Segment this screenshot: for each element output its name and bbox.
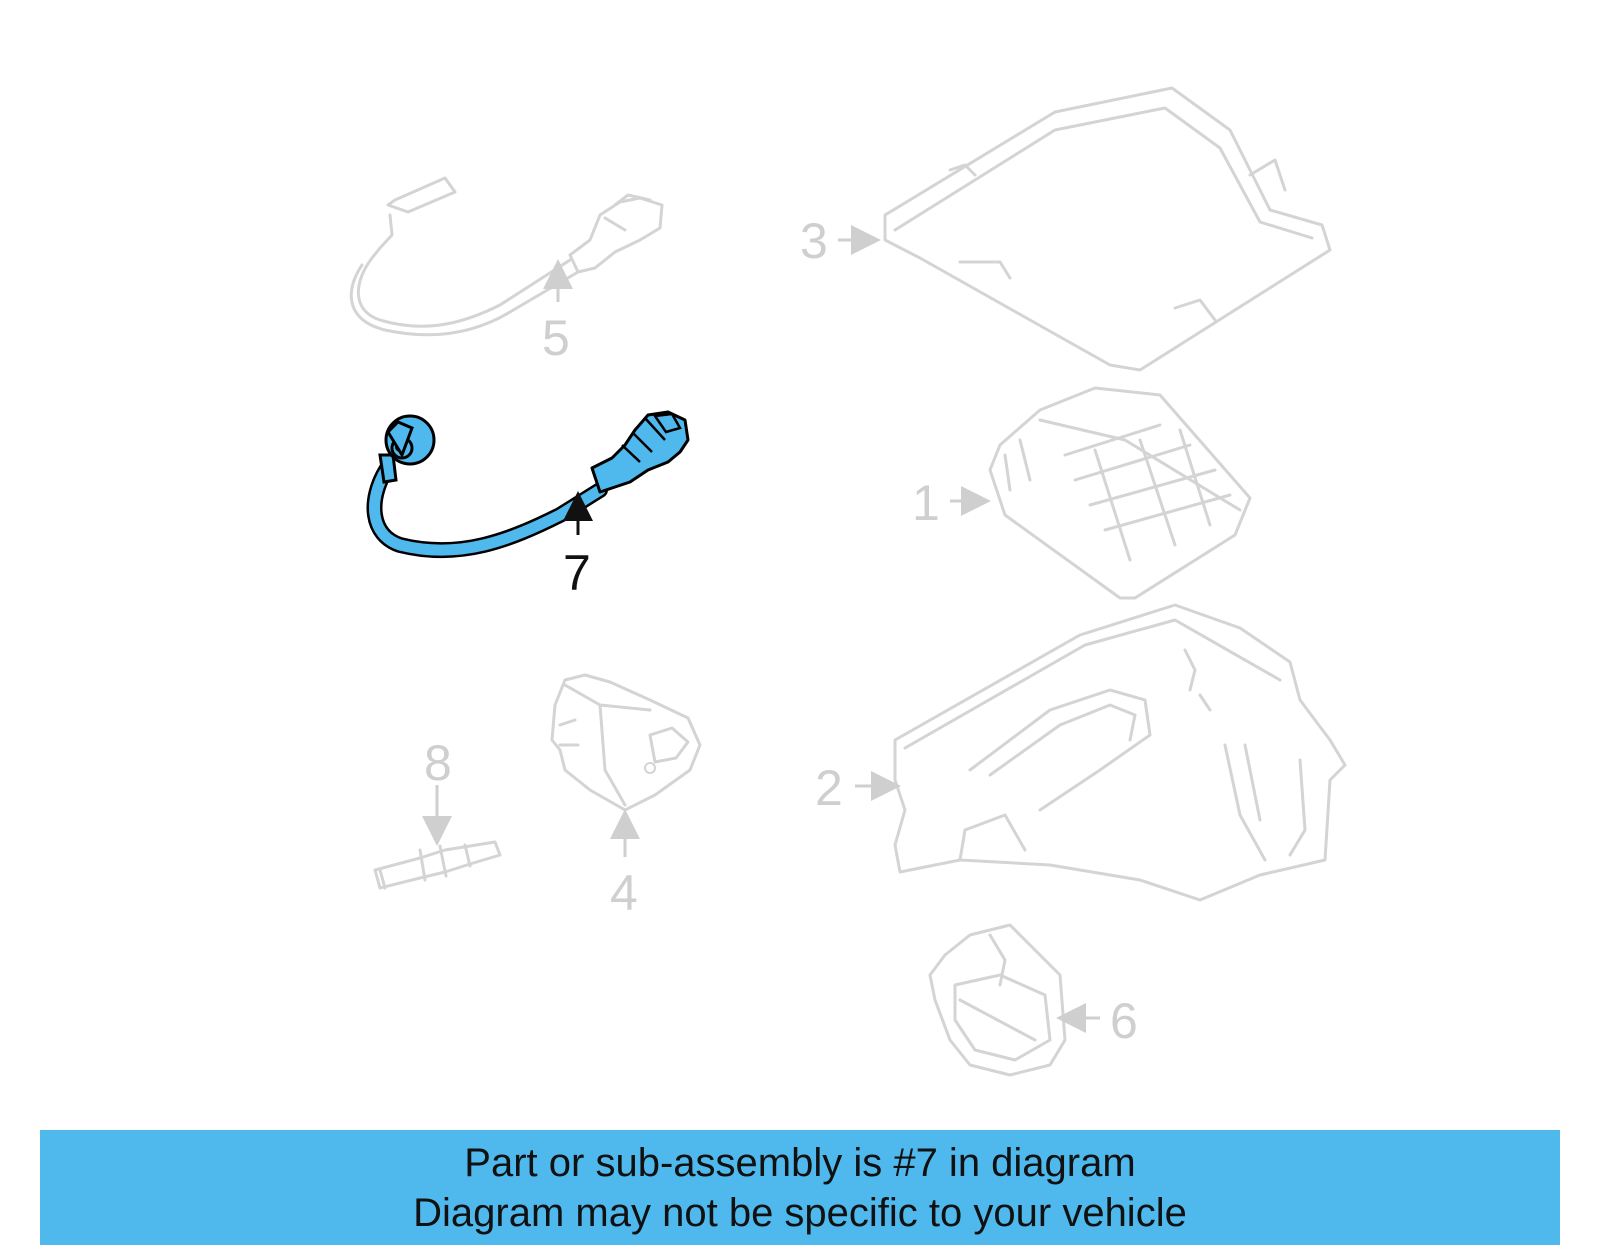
part-2-housing: [893, 603, 1347, 902]
callout-8-label: 8: [424, 735, 452, 791]
banner-line-2: Diagram may not be specific to your vehi…: [413, 1191, 1187, 1235]
banner-line-1: Part or sub-assembly is #7 in diagram: [464, 1141, 1136, 1185]
part-1-control-module: [988, 386, 1252, 600]
callout-7-label: 7: [563, 545, 591, 601]
part-7-knock-sensor: [366, 410, 690, 559]
part-3-cover: [883, 86, 1332, 372]
part-8-small-sensor: [373, 840, 502, 890]
callout-6-label: 6: [1110, 993, 1138, 1049]
part-6-clamp: [928, 923, 1067, 1077]
callout-1-label: 1: [912, 475, 940, 531]
parts-diagram: 3 1 2 6 5 4 8 7: [349, 86, 1347, 1077]
callout-5-label: 5: [542, 310, 570, 366]
callout-4-label: 4: [610, 865, 638, 921]
part-5-sensor: [349, 176, 664, 337]
part-4-ignition-coil: [550, 673, 702, 812]
info-banner: Part or sub-assembly is #7 in diagram Di…: [40, 1130, 1560, 1245]
callout-2-label: 2: [815, 760, 843, 816]
callout-3-label: 3: [800, 213, 828, 269]
